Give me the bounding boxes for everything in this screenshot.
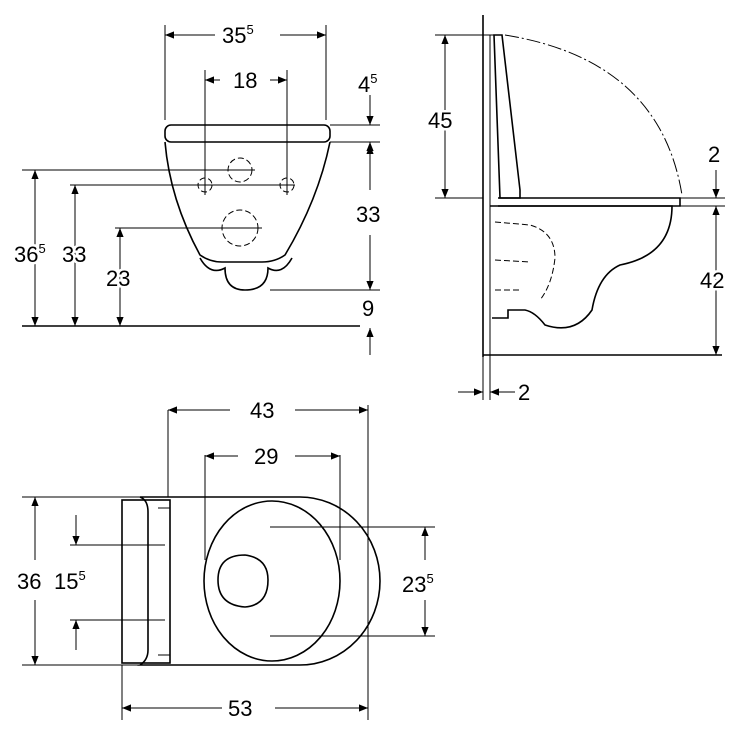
seat-outline — [137, 496, 381, 666]
dim-opening-width: 29 — [254, 444, 278, 469]
side-view: 45 2 42 2 — [426, 15, 727, 405]
front-view: 355 18 45 33 9 365 33 23 — [12, 22, 380, 355]
dim-side-bowl-height: 42 — [700, 268, 724, 293]
dim-upper-holes: 33 — [62, 242, 86, 267]
dim-bottom-offset: 9 — [362, 296, 374, 321]
seat-outline — [164, 124, 331, 143]
trap-hidden-lines — [494, 221, 556, 301]
dim-width-total: 355 — [222, 22, 254, 48]
lid-outline — [493, 34, 521, 199]
bowl-outline — [490, 205, 673, 329]
dim-wall-gap: 2 — [518, 380, 530, 405]
dim-lower-hole: 23 — [106, 266, 130, 291]
bowl-outline — [164, 141, 331, 263]
dim-seat-width: 43 — [250, 398, 274, 423]
dim-total-length: 53 — [228, 696, 252, 721]
dim-height-total: 365 — [14, 241, 46, 267]
dim-fixing-spacing: 155 — [54, 568, 86, 594]
dim-bowl-height: 33 — [356, 202, 380, 227]
dim-seat-gap: 2 — [708, 142, 720, 167]
dim-opening-depth: 235 — [402, 571, 434, 597]
dim-hole-spacing: 18 — [233, 68, 257, 93]
dim-rear-width: 36 — [17, 569, 41, 594]
dim-seat-thickness: 45 — [358, 71, 377, 97]
seat-opening — [203, 500, 341, 662]
bowl-outlet — [217, 554, 269, 608]
seat-outline — [498, 197, 681, 207]
bowl-foot — [199, 257, 293, 291]
rear-body — [121, 499, 171, 664]
top-view: 43 29 36 155 235 53 — [17, 398, 435, 721]
dim-lid-height: 45 — [428, 108, 452, 133]
lid-swing-arc — [504, 34, 683, 196]
